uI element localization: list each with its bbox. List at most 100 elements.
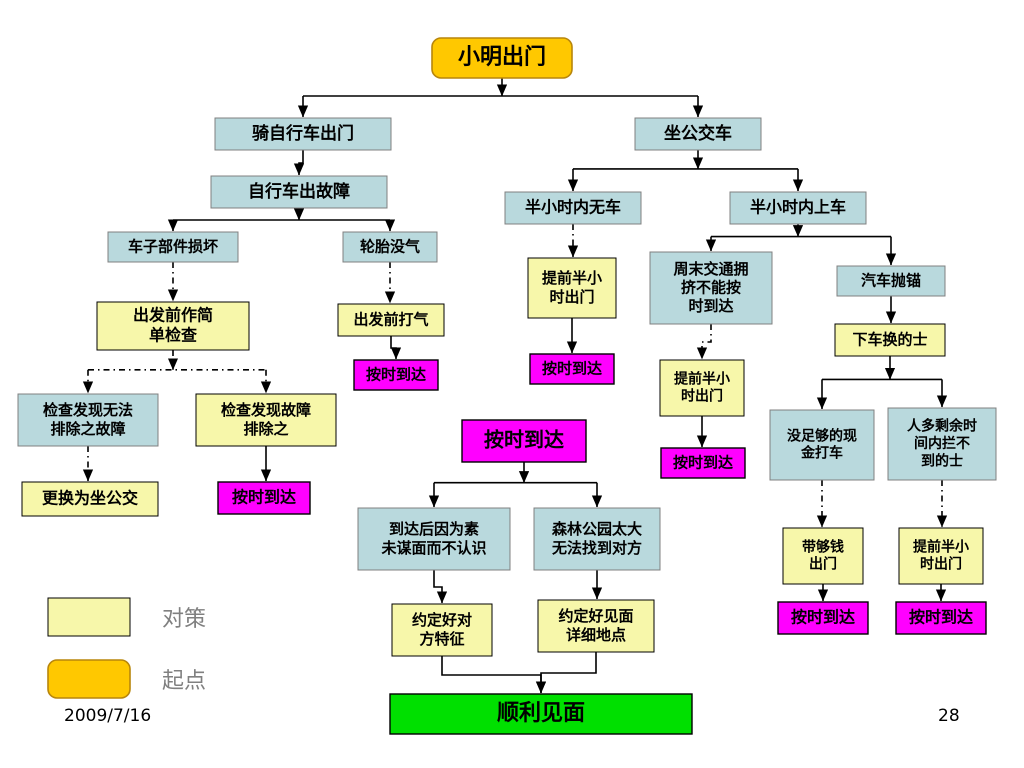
node-n7[interactable]: 车子部件损坏 xyxy=(107,231,239,263)
node-label-n4: 自行车出故障 xyxy=(248,181,350,202)
node-box-n27 xyxy=(533,507,661,571)
node-label-n5: 半小时内无车 xyxy=(525,198,621,217)
node-box-n4 xyxy=(210,175,388,209)
node-n20[interactable]: 按时到达 xyxy=(461,419,587,463)
node-label-n25: 按时到达 xyxy=(232,488,296,507)
node-label-n23: 按时到达 xyxy=(673,454,733,472)
node-box-n28 xyxy=(782,527,864,585)
node-n33[interactable]: 按时到达 xyxy=(895,601,987,635)
node-box-n14 xyxy=(834,323,946,357)
node-box-n9 xyxy=(527,257,617,319)
node-n13[interactable]: 出发前打气 xyxy=(337,303,445,337)
node-label-n31-line2: 详细地点 xyxy=(566,626,626,644)
node-label-n17-line2: 时出门 xyxy=(681,388,723,405)
node-n2[interactable]: 骑自行车出门 xyxy=(214,117,392,151)
slide-page-number: 28 xyxy=(938,706,960,726)
connector-n10-n17 xyxy=(696,324,712,360)
node-n4[interactable]: 自行车出故障 xyxy=(210,175,388,209)
connector-n30-n34 xyxy=(441,656,547,694)
node-n23[interactable]: 按时到达 xyxy=(660,447,746,479)
node-box-n30 xyxy=(391,603,493,657)
node-label-n10-line1: 周末交通拥 xyxy=(673,260,748,278)
node-label-n12-line2: 单检查 xyxy=(149,325,197,344)
node-n5[interactable]: 半小时内无车 xyxy=(504,191,642,225)
node-box-n23 xyxy=(660,447,746,479)
node-label-n32: 按时到达 xyxy=(791,608,855,627)
connector-n2-n4 xyxy=(293,150,305,176)
node-label-n28-line1: 带够钱 xyxy=(802,538,844,555)
node-box-n15 xyxy=(353,359,439,391)
node-label-n27-line1: 森林公园太大 xyxy=(552,520,642,538)
connector-n26-n30 xyxy=(433,570,448,604)
node-n16[interactable]: 按时到达 xyxy=(529,353,615,385)
node-label-n26-line2: 未谋面而不认识 xyxy=(380,539,486,557)
legend-label-countermeasure: 对策 xyxy=(162,607,206,632)
node-n24[interactable]: 更换为坐公交 xyxy=(21,481,159,517)
node-label-n12-line1: 出发前作简 xyxy=(133,306,213,325)
node-box-n5 xyxy=(504,191,642,225)
node-n3[interactable]: 坐公交车 xyxy=(634,117,762,151)
node-label-n21-line1: 没足够的现 xyxy=(787,427,857,444)
legend-swatch-start xyxy=(47,659,131,699)
node-box-n12 xyxy=(96,301,250,351)
node-n15[interactable]: 按时到达 xyxy=(353,359,439,391)
node-box-n29 xyxy=(898,527,984,585)
node-label-n18-line2: 排除之故障 xyxy=(50,420,125,438)
node-box-n34 xyxy=(389,693,693,735)
connector-n13-n15 xyxy=(390,336,402,360)
node-box-n17 xyxy=(659,359,745,417)
node-label-n33: 按时到达 xyxy=(909,608,973,627)
node-label-n10-line3: 时到达 xyxy=(688,297,733,315)
node-box-n3 xyxy=(634,117,762,151)
node-label-n7: 车子部件损坏 xyxy=(128,238,218,256)
node-n34[interactable]: 顺利见面 xyxy=(389,693,693,735)
node-box-n2 xyxy=(214,117,392,151)
node-box-n20 xyxy=(461,419,587,463)
node-label-n22-line2: 间内拦不 xyxy=(914,435,970,452)
node-box-n31 xyxy=(537,599,655,653)
node-box-n13 xyxy=(337,303,445,337)
node-n1[interactable]: 小明出门 xyxy=(431,37,573,79)
node-n25[interactable]: 按时到达 xyxy=(217,481,311,515)
node-label-n21-line2: 金打车 xyxy=(800,445,843,462)
node-label-n30-line1: 约定好对 xyxy=(412,611,472,629)
node-n32[interactable]: 按时到达 xyxy=(777,601,869,635)
node-box-n25 xyxy=(217,481,311,515)
node-box-n7 xyxy=(107,231,239,263)
node-n11[interactable]: 汽车抛锚 xyxy=(836,265,946,297)
node-n14[interactable]: 下车换的士 xyxy=(834,323,946,357)
node-label-n26-line1: 到达后因为素 xyxy=(389,520,479,538)
connector-layer xyxy=(82,78,948,694)
node-label-n27-line2: 无法找到对方 xyxy=(551,539,642,557)
node-label-n24: 更换为坐公交 xyxy=(42,489,138,508)
node-label-n19-line1: 检查发现故障 xyxy=(221,401,311,419)
node-box-n10 xyxy=(649,251,773,325)
legend-label-start: 起点 xyxy=(162,669,206,694)
node-label-n11: 汽车抛锚 xyxy=(861,272,921,290)
node-label-n17-line1: 提前半小 xyxy=(674,370,730,387)
node-label-n19-line2: 排除之 xyxy=(243,420,288,438)
node-label-n20: 按时到达 xyxy=(484,428,564,452)
node-label-n3: 坐公交车 xyxy=(664,123,732,144)
node-n6[interactable]: 半小时内上车 xyxy=(729,191,867,225)
node-n8[interactable]: 轮胎没气 xyxy=(342,231,438,263)
node-label-n30-line2: 方特征 xyxy=(419,630,464,648)
node-label-n16: 按时到达 xyxy=(542,360,602,378)
